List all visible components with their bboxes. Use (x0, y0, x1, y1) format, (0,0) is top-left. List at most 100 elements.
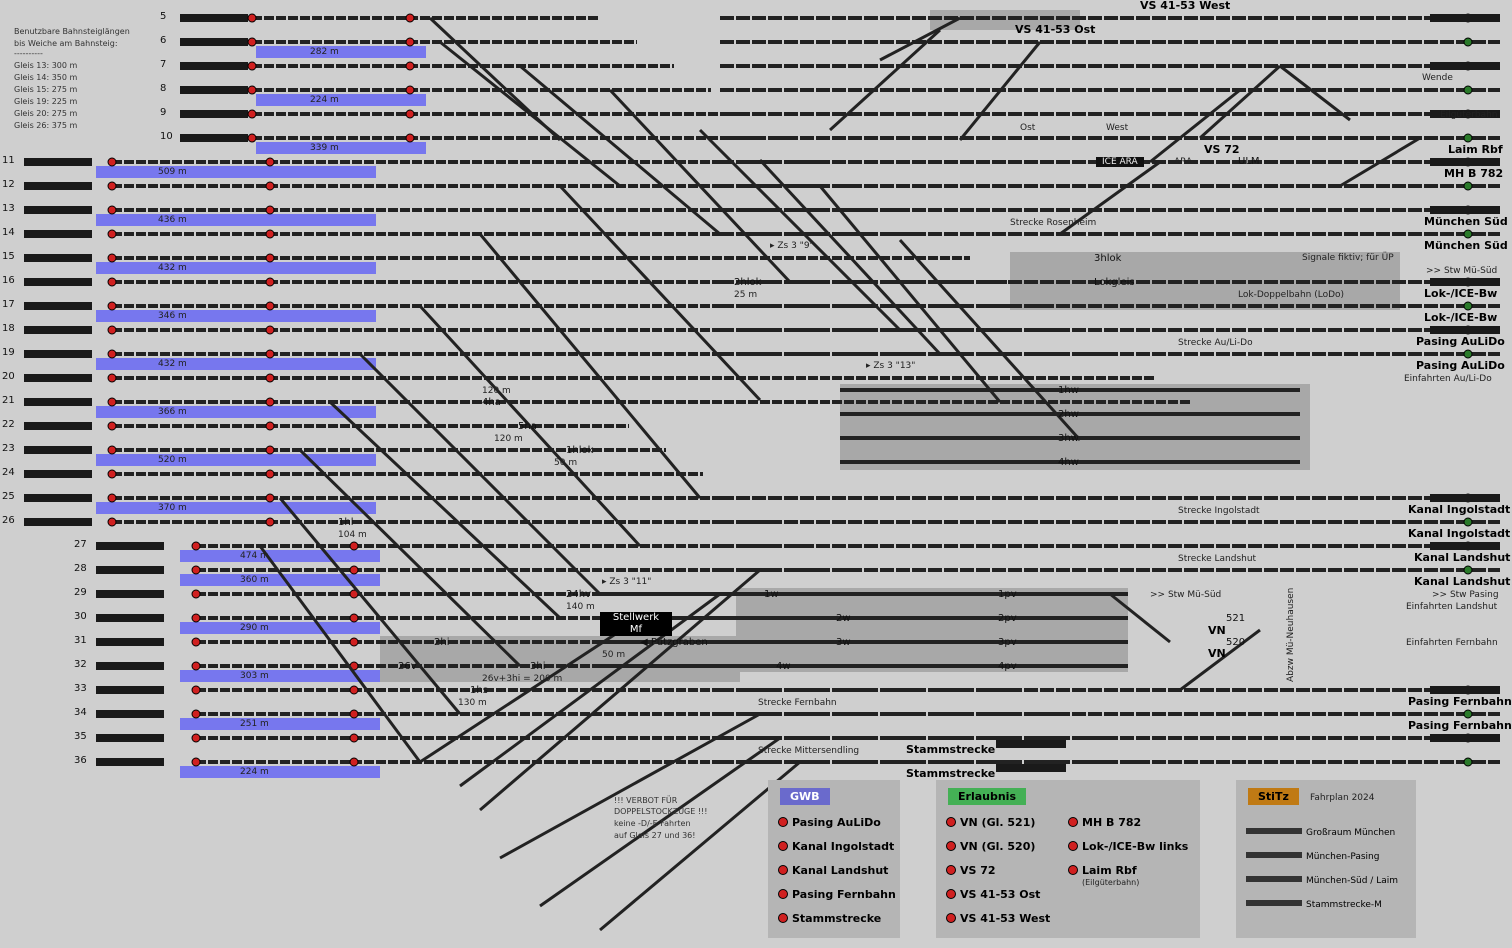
label-muenchen-sued-2[interactable]: München Süd (1424, 239, 1508, 252)
label-lodo: Lok-Doppelbahn (LoDo) (1238, 290, 1345, 300)
label-kanal-landshut-1[interactable]: Kanal Landshut (1414, 551, 1511, 564)
exit-block (1430, 326, 1500, 334)
signal-icon (265, 205, 275, 215)
signal-icon (265, 277, 275, 287)
label-1hl-len: 104 m (338, 530, 367, 540)
gwb-item[interactable]: Kanal Ingolstadt (778, 840, 894, 853)
buffer-stop (96, 638, 164, 646)
legend-row: Gleis 19: 225 m (14, 97, 78, 106)
track-bar-icon (1246, 900, 1302, 906)
signal-icon (247, 133, 257, 143)
switch-line (1339, 136, 1421, 188)
track-number: 9 (160, 107, 167, 118)
label-stw-pasing: >> Stw Pasing (1432, 590, 1499, 600)
label-ice-ara: ICE ARA (1096, 157, 1144, 167)
erlaubnis-item[interactable]: VS 41-53 Ost (946, 888, 1040, 901)
signal-icon (107, 421, 117, 431)
verbot-line-3: keine -D/-E Fahrten (614, 819, 691, 828)
platform (180, 622, 380, 634)
signal-icon (349, 685, 359, 695)
label-pasing-fernbahn-2[interactable]: Pasing Fernbahn (1408, 719, 1512, 732)
label-signale-fiktiv: Signale fiktiv; für ÜP (1302, 253, 1394, 263)
label-3w: 3w (836, 637, 851, 648)
track-number: 15 (2, 251, 15, 262)
label-3pv: 3pv (998, 637, 1017, 648)
exit-block (1430, 14, 1500, 22)
signal-icon (107, 181, 117, 191)
signal-icon (349, 733, 359, 743)
signal-icon (265, 157, 275, 167)
label-pasing-aulido-2[interactable]: Pasing AuLiDo (1416, 359, 1505, 372)
platform (256, 94, 426, 106)
switch-line (439, 40, 621, 188)
label-lok-ice-bw-2[interactable]: Lok-/ICE-Bw (1424, 311, 1498, 324)
track-bar-icon (1246, 828, 1302, 834)
signal-icon (1463, 229, 1473, 239)
stitz-item[interactable]: Stammstrecke-M (1246, 900, 1382, 910)
label-vn-1[interactable]: VN (1208, 624, 1226, 637)
label-pasing-aulido-1[interactable]: Pasing AuLiDo (1416, 335, 1505, 348)
verbot-line-1: !!! VERBOT FÜR (614, 796, 678, 805)
stitz-item[interactable]: München-Pasing (1246, 852, 1379, 862)
label-strecke-landshut: Strecke Landshut (1178, 554, 1257, 564)
erlaubnis-item[interactable]: VN (Gl. 520) (946, 840, 1035, 853)
buffer-stop (180, 14, 248, 22)
label-muenchen-sued-1[interactable]: München Süd (1424, 215, 1508, 228)
track-number: 26 (2, 515, 15, 526)
switch-line (1149, 88, 1241, 164)
erlaubnis-item[interactable]: VN (Gl. 521) (946, 816, 1035, 829)
track-number: 10 (160, 131, 173, 142)
erlaubnis-item[interactable]: Laim Rbf (1068, 864, 1137, 877)
track-number: 6 (160, 35, 167, 46)
gwb-item[interactable]: Stammstrecke (778, 912, 881, 925)
gwb-panel: GWB Pasing AuLiDo Kanal Ingolstadt Kanal… (768, 780, 900, 938)
stitz-item[interactable]: München-Süd / Laim (1246, 876, 1398, 886)
signal-icon (107, 517, 117, 527)
switch-line (459, 592, 721, 788)
label-vs4153-ost[interactable]: VS 41-53 Ost (1015, 23, 1096, 36)
label-stammstrecke-2[interactable]: Stammstrecke (906, 767, 996, 780)
label-mhb782[interactable]: MH B 782 (1444, 167, 1504, 180)
signal-icon (265, 421, 275, 431)
signal-icon (349, 637, 359, 647)
erlaubnis-item[interactable]: MH B 782 (1068, 816, 1141, 829)
label-strecke-fernbahn: Strecke Fernbahn (758, 698, 837, 708)
label-vs72[interactable]: VS 72 (1204, 143, 1240, 156)
buffer-stop (24, 422, 92, 430)
label-stammstrecke-1[interactable]: Stammstrecke (906, 743, 996, 756)
signal-icon (191, 685, 201, 695)
signal-icon (107, 253, 117, 263)
label-lok-ice-bw-1[interactable]: Lok-/ICE-Bw (1424, 287, 1498, 300)
gwb-item[interactable]: Kanal Landshut (778, 864, 888, 877)
label-vn-2[interactable]: VN (1208, 647, 1226, 660)
signal-icon (107, 229, 117, 239)
signal-icon (778, 841, 788, 851)
track-number: 17 (2, 299, 15, 310)
label-1hl: 1hl (338, 517, 354, 528)
signal-icon (265, 517, 275, 527)
track-number: 32 (74, 659, 87, 670)
signal-icon (1068, 865, 1078, 875)
erlaubnis-item[interactable]: VS 72 (946, 864, 996, 877)
label-5ha-len: 120 m (494, 434, 523, 444)
gwb-item[interactable]: Pasing AuLiDo (778, 816, 881, 829)
label-1pv: 1pv (998, 589, 1017, 600)
label-einfahrten-fernbahn: Einfahrten Fernbahn (1406, 638, 1498, 648)
label-kanal-ingolstadt-1[interactable]: Kanal Ingolstadt (1408, 503, 1511, 516)
label-kanal-landshut-2[interactable]: Kanal Landshut (1414, 575, 1511, 588)
gwb-item[interactable]: Pasing Fernbahn (778, 888, 896, 901)
label-vs4153-west[interactable]: VS 41-53 West (1140, 0, 1231, 12)
legend-title-1: Benutzbare Bahnsteiglängen (14, 27, 130, 36)
stitz-item[interactable]: Großraum München (1246, 828, 1395, 838)
label-laim-rbf[interactable]: Laim Rbf (1448, 143, 1503, 156)
switch-line (608, 88, 792, 284)
erlaubnis-item[interactable]: VS 41-53 West (946, 912, 1050, 925)
signal-icon (405, 109, 415, 119)
erlaubnis-item[interactable]: Lok-/ICE-Bw links (1068, 840, 1188, 853)
buffer-stop (24, 326, 92, 334)
switch-line (419, 616, 641, 764)
signal-icon (349, 565, 359, 575)
label-kanal-ingolstadt-2[interactable]: Kanal Ingolstadt (1408, 527, 1511, 540)
platform-length: 360 m (240, 575, 269, 585)
label-pasing-fernbahn-1[interactable]: Pasing Fernbahn (1408, 695, 1512, 708)
